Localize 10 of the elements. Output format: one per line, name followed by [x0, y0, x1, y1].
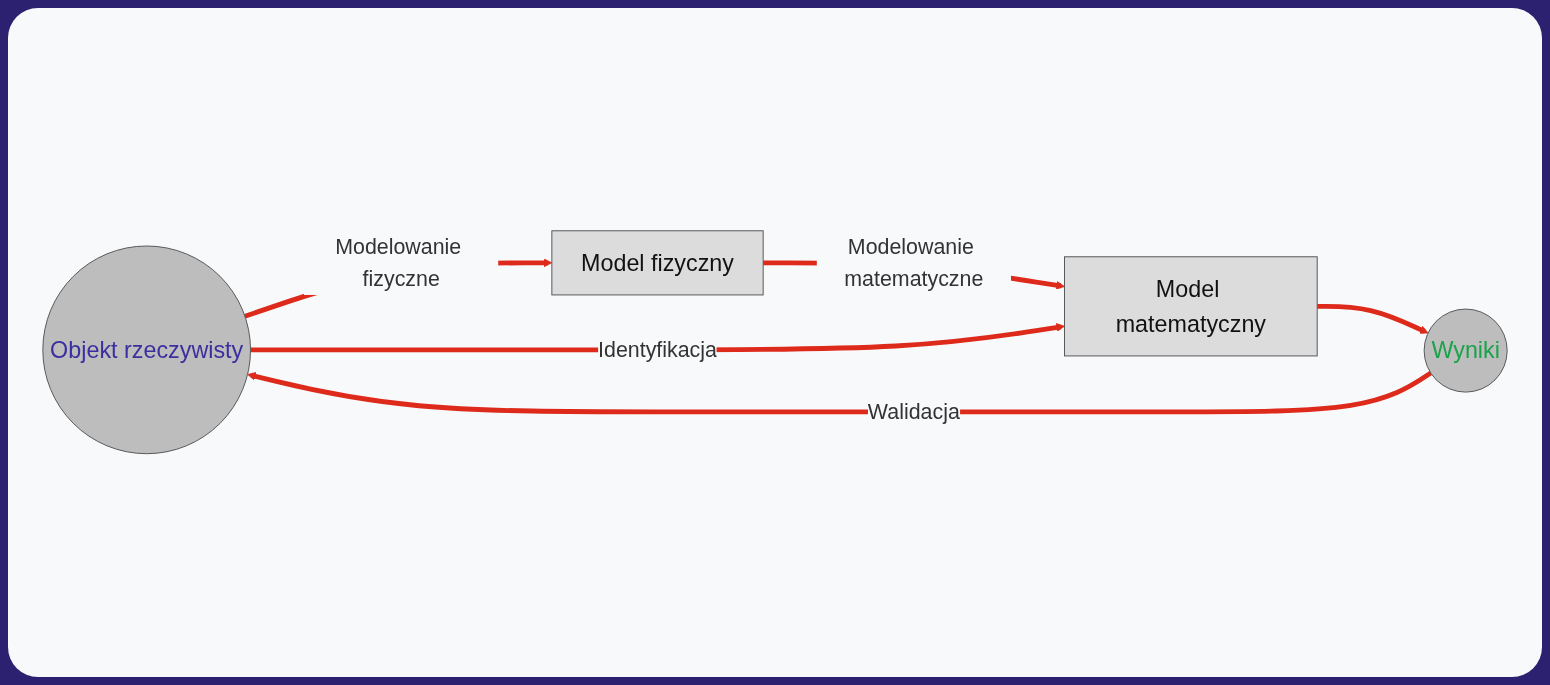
edge-label: Identyfikacja [598, 337, 717, 363]
node-box: Model fizyczny [551, 230, 764, 296]
arrow [1317, 304, 1429, 334]
node-circle: Objekt rzeczywisty [42, 245, 251, 455]
edge-label: Modelowanie fizyczne [335, 234, 462, 292]
node-circle: Wyniki [1423, 308, 1508, 393]
node-box: Model matematyczny [1064, 256, 1318, 357]
edge-label: Modelowanie matematyczne [844, 234, 984, 292]
arrow [247, 371, 1433, 415]
edge-label: Walidacja [867, 399, 960, 425]
